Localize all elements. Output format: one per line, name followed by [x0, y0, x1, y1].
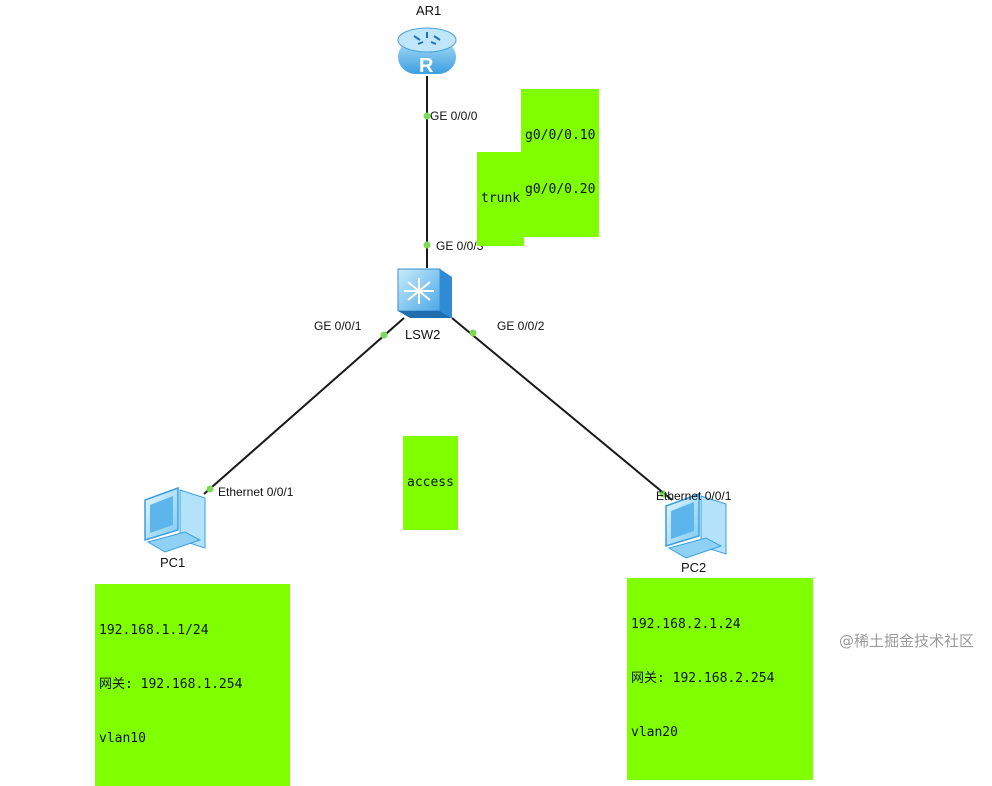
pc1-config-note: 192.168.1.1/24 网关: 192.168.1.254 vlan10 [95, 584, 290, 786]
port-dot-switch-ge1 [380, 331, 388, 339]
pc1-ip: 192.168.1.1/24 [99, 623, 209, 638]
pc2-ip: 192.168.2.1.24 [631, 617, 741, 632]
pc1-gateway: 网关: 192.168.1.254 [99, 677, 243, 692]
port-label-pc2-eth: Ethernet 0/0/1 [656, 489, 732, 503]
network-topology-diagram: R AR1 LSW2 PC1 PC2 GE 0/0/0 GE 0/0/3 G [95, 3, 974, 786]
router-label: AR1 [416, 3, 442, 18]
port-dot-switch-ge2 [469, 329, 477, 337]
subinterface-note: g0/0/0.10 g0/0/0.20 [521, 89, 600, 237]
port-dot-router-ge0 [423, 112, 431, 120]
note-line: access [407, 475, 454, 490]
port-label-switch-ge2: GE 0/0/2 [497, 319, 545, 333]
link-switch-pc1 [203, 317, 405, 495]
pc2-config-note: 192.168.2.1.24 网关: 192.168.2.254 vlan20 [627, 578, 813, 780]
note-line: trunk [481, 191, 521, 206]
link-switch-pc2 [451, 317, 673, 501]
note-line: g0/0/0.10 [525, 128, 596, 143]
port-label-switch-ge3: GE 0/0/3 [436, 239, 484, 253]
pc2-label: PC2 [681, 560, 707, 575]
port-label-router-ge0: GE 0/0/0 [430, 109, 478, 123]
pc2-vlan: vlan20 [631, 725, 678, 740]
switch-icon[interactable] [397, 268, 452, 318]
pc-icon[interactable] [144, 486, 206, 553]
note-line: g0/0/0.20 [525, 182, 596, 197]
access-note: access [403, 436, 458, 530]
topology-canvas: R [144, 27, 727, 559]
port-dot-pc2-eth [659, 490, 667, 498]
port-label-switch-ge1: GE 0/0/1 [314, 319, 362, 333]
trunk-note: trunk [477, 152, 525, 246]
pc1-vlan: vlan10 [99, 731, 146, 746]
pc1-label: PC1 [160, 555, 186, 570]
port-dot-switch-ge3 [423, 241, 431, 249]
router-icon[interactable]: R [397, 27, 457, 77]
port-label-pc1-eth: Ethernet 0/0/1 [218, 485, 294, 499]
pc-icon[interactable] [665, 492, 727, 559]
svg-text:R: R [419, 55, 434, 77]
port-dot-pc1-eth [206, 485, 214, 493]
switch-label: LSW2 [405, 327, 441, 342]
watermark: @稀土掘金技术社区 [838, 632, 974, 650]
